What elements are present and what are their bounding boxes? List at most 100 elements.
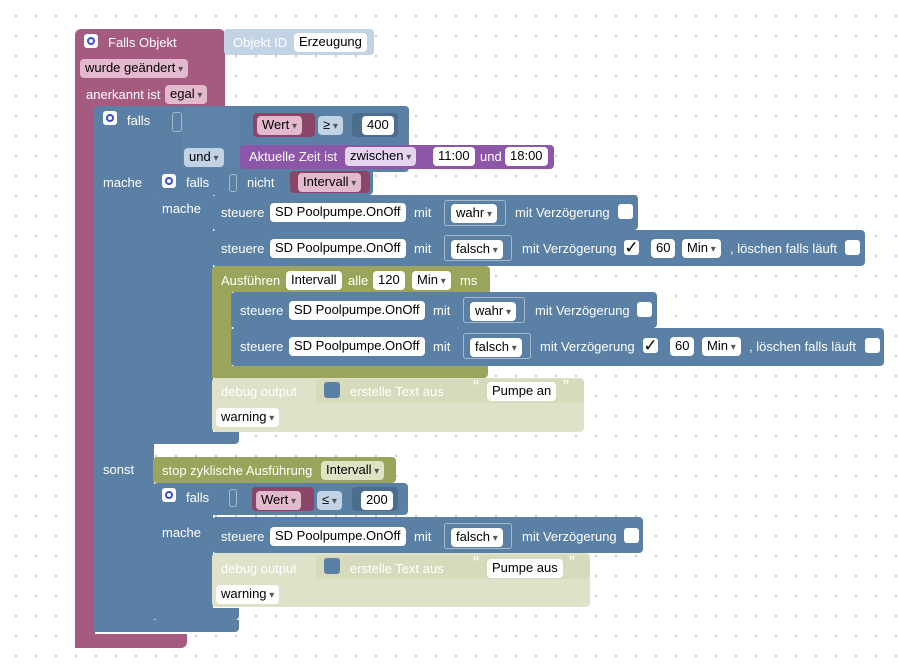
outer-if-falls: falls <box>127 113 151 128</box>
trigger-changed-dropdown[interactable]: wurde geändert <box>80 59 189 78</box>
set3-delay: mit Verzögerung <box>535 303 630 318</box>
set1-val-slot <box>444 200 506 226</box>
else-if-footer <box>153 608 239 620</box>
time-from[interactable]: 11:00 <box>433 147 475 166</box>
debug2-open-quote: “ <box>473 553 479 573</box>
set4-val-slot <box>463 333 531 359</box>
inner-if-cond-slot <box>229 174 237 192</box>
set5-steuere: steuere <box>221 529 265 544</box>
and-dropdown[interactable]: und <box>184 148 224 167</box>
trigger-title: Falls Objekt <box>108 35 177 50</box>
set2-val-slot <box>444 235 512 261</box>
debug2-text-label: erstelle Text aus <box>350 561 444 576</box>
interval-ms: ms <box>460 273 478 288</box>
debug1-level[interactable]: warning <box>216 408 280 427</box>
outer-if-cond-slot <box>172 112 182 132</box>
set5-delay-checkbox[interactable] <box>624 528 639 543</box>
num-200[interactable]: 200 <box>361 491 393 510</box>
set2-obj[interactable]: SD Poolpumpe.OnOff <box>270 239 406 258</box>
num-400[interactable]: 400 <box>362 116 394 135</box>
set4-val[interactable]: falsch <box>470 338 522 357</box>
set2-clear: , löschen falls läuft <box>730 241 837 256</box>
set4-mit: mit <box>433 339 451 354</box>
debug2-label: debug output <box>221 561 297 576</box>
intervall-var[interactable]: Intervall <box>298 173 362 192</box>
trigger-footer <box>75 634 187 648</box>
interval-spine <box>212 290 232 378</box>
set2-delay: mit Verzögerung <box>522 241 617 256</box>
compare-op-1[interactable]: ≥ <box>318 116 343 135</box>
debug1-open-quote: “ <box>473 377 479 397</box>
debug2-text-config[interactable] <box>324 558 340 574</box>
trigger-config-icon[interactable] <box>84 34 98 48</box>
else-if-config-icon[interactable] <box>162 488 176 502</box>
interval-unit[interactable]: Min <box>412 271 451 290</box>
compare-op-2[interactable]: ≤ <box>317 491 342 510</box>
set3-val[interactable]: wahr <box>470 302 516 321</box>
interval-num[interactable]: 120 <box>373 271 405 290</box>
inner-if-footer <box>153 432 239 444</box>
debug2-level[interactable]: warning <box>216 585 280 604</box>
set1-mit: mit <box>414 205 432 220</box>
debug1-text[interactable]: Pumpe an <box>487 382 557 401</box>
set4-delay-checkbox[interactable] <box>643 338 658 353</box>
inner-if-spine <box>153 194 213 444</box>
inner-if-falls: falls <box>186 175 210 190</box>
debug2-close-quote: ” <box>569 553 575 573</box>
debug1-label: debug output <box>221 384 297 399</box>
interval-alle: alle <box>348 273 369 288</box>
set4-clear-checkbox[interactable] <box>865 338 880 353</box>
set2-delay-checkbox[interactable] <box>624 240 639 255</box>
set1-val[interactable]: wahr <box>451 204 497 223</box>
trigger-ack-label: anerkannt ist <box>86 87 161 102</box>
inner-if-config-icon[interactable] <box>162 174 176 188</box>
inner-if-nicht: nicht <box>247 175 275 190</box>
objekt-id-value[interactable]: Erzeugung <box>294 33 367 52</box>
set5-delay: mit Verzögerung <box>522 529 617 544</box>
set3-delay-checkbox[interactable] <box>637 302 652 317</box>
set5-val[interactable]: falsch <box>451 528 503 547</box>
else-if-mache: mache <box>162 525 202 540</box>
debug1-close-quote: ” <box>563 377 569 397</box>
trigger-spine <box>75 100 95 648</box>
set4-clear: , löschen falls läuft <box>749 339 856 354</box>
time-mode-dropdown[interactable]: zwischen <box>345 147 417 166</box>
set1-steuere: steuere <box>221 205 265 220</box>
else-if-cond-slot <box>229 489 237 507</box>
outer-if-sonst: sonst <box>103 462 135 477</box>
inner-if-mache: mache <box>162 201 202 216</box>
set3-obj[interactable]: SD Poolpumpe.OnOff <box>289 301 425 320</box>
wert-var-2[interactable]: Wert <box>256 491 302 510</box>
set4-steuere: steuere <box>240 339 284 354</box>
outer-if-mache: mache <box>103 175 143 190</box>
stop-label: stop zyklische Ausführung <box>162 463 313 478</box>
wert-var-1[interactable]: Wert <box>257 116 303 135</box>
set4-obj[interactable]: SD Poolpumpe.OnOff <box>289 337 425 356</box>
set2-clear-checkbox[interactable] <box>845 240 860 255</box>
set5-mit: mit <box>414 529 432 544</box>
set2-mit: mit <box>414 241 432 256</box>
trigger-ack-dropdown[interactable]: egal <box>165 85 208 104</box>
time-to[interactable]: 18:00 <box>505 147 548 166</box>
set1-obj[interactable]: SD Poolpumpe.OnOff <box>270 203 406 222</box>
interval-var[interactable]: Intervall <box>286 271 342 290</box>
time-und: und <box>480 149 502 164</box>
set5-obj[interactable]: SD Poolpumpe.OnOff <box>270 527 406 546</box>
outer-if-config-icon[interactable] <box>103 111 117 125</box>
set4-check-icon: ✓ <box>643 336 658 355</box>
set4-unit[interactable]: Min <box>702 337 741 356</box>
outer-if-spine <box>94 160 154 632</box>
set2-steuere: steuere <box>221 241 265 256</box>
set1-delay-checkbox[interactable] <box>618 204 633 219</box>
objekt-id-label: Objekt ID <box>233 35 288 50</box>
set4-amount[interactable]: 60 <box>670 337 695 356</box>
time-label: Aktuelle Zeit ist <box>249 149 338 164</box>
set5-val-slot <box>444 523 512 549</box>
debug2-text[interactable]: Pumpe aus <box>487 559 563 578</box>
set2-val[interactable]: falsch <box>451 240 503 259</box>
stop-var[interactable]: Intervall <box>321 461 385 480</box>
set2-unit[interactable]: Min <box>682 239 721 258</box>
debug1-text-config[interactable] <box>324 382 340 398</box>
set2-amount[interactable]: 60 <box>651 239 676 258</box>
set3-val-slot <box>463 297 525 323</box>
